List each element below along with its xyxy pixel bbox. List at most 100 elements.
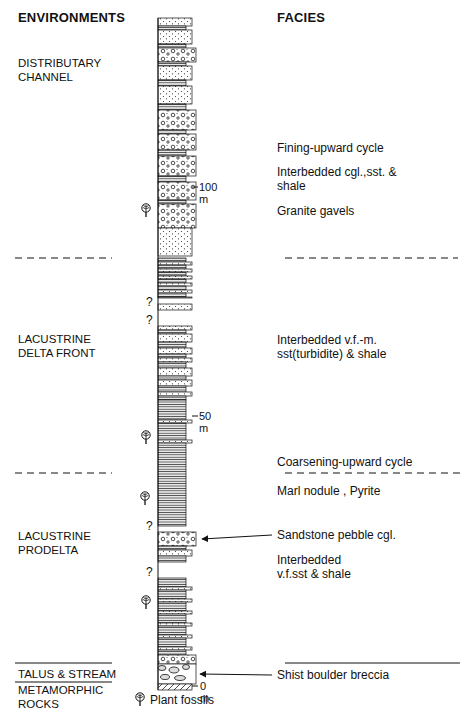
solid-boundary [285, 663, 460, 664]
rock-bed [158, 104, 186, 110]
label-slot: Shist boulder breccia [277, 668, 447, 682]
rock-bed [158, 602, 186, 611]
environment-label: TALUS & STREAM [18, 667, 138, 681]
rock-bed [158, 362, 186, 368]
rock-bed [158, 293, 186, 297]
boulder [161, 675, 170, 680]
scale-label: 100 m [199, 181, 223, 205]
rock-bed [158, 650, 186, 655]
label-slot: ENVIRONMENTS [18, 11, 148, 25]
scale-label: 50 m [199, 410, 219, 434]
label-slot: ? [146, 296, 156, 308]
rock-bed [158, 269, 192, 272]
rock-bed [158, 348, 192, 354]
rock-bed [158, 599, 192, 602]
rock-bed [158, 386, 186, 392]
rock-bed [158, 18, 192, 26]
rock-bed [158, 380, 192, 386]
column-edge [158, 18, 159, 690]
boulder [169, 667, 179, 673]
rock-bed [158, 182, 196, 200]
legend-symbol [136, 693, 144, 706]
rock-bed [158, 156, 196, 176]
label-slot: Sandstone pebble cgl. [277, 528, 447, 542]
label-slot: Interbedded v.f.sst & shale [277, 553, 369, 581]
rock-bed [158, 638, 186, 647]
fossil-icon [141, 492, 149, 505]
rock-bed [158, 228, 192, 256]
environment-label: LACUSTRINE DELTA FRONT [18, 332, 118, 360]
rock-bed [158, 358, 192, 362]
label-slot: ? [146, 566, 156, 578]
rock-bed [158, 614, 186, 623]
rock-bed [158, 392, 192, 396]
rock-bed [158, 276, 192, 279]
rock-bed [158, 44, 186, 48]
rock-bed [158, 611, 192, 614]
column-header: ENVIRONMENTS [18, 11, 148, 25]
rock-bed [158, 48, 196, 62]
rock-bed [158, 396, 186, 400]
label-slot: LACUSTRINE DELTA FRONT [18, 332, 118, 360]
rock-bed [158, 330, 186, 334]
environment-label: LACUSTRINE PRODELTA [18, 529, 118, 557]
scale-tick [192, 686, 198, 687]
rock-bed [158, 623, 192, 626]
label-slot: DISTRIBUTARY CHANNEL [18, 56, 118, 84]
boulder [175, 676, 186, 681]
facies-label: Interbedded cgl.,sst. & shale [277, 165, 402, 193]
rock-bed [158, 354, 186, 358]
lithologic-column [158, 18, 196, 690]
rock-bed [158, 626, 186, 635]
rock-bed [158, 62, 186, 66]
label-slot: Coarsening-upward cycle [277, 455, 447, 469]
uncertainty-mark: ? [146, 296, 156, 308]
rock-bed [158, 590, 186, 599]
dashed-boundary [15, 258, 112, 259]
uncertainty-mark: ? [146, 314, 156, 326]
rock-bed [158, 342, 186, 348]
fossil-icon [142, 431, 150, 444]
rock-bed [158, 423, 186, 440]
rock-bed [158, 134, 196, 150]
facies-label: Sandstone pebble cgl. [277, 528, 447, 542]
dashed-boundary [285, 473, 460, 474]
rock-bed [158, 550, 192, 556]
label-slot: Interbedded cgl.,sst. & shale [277, 165, 402, 193]
rock-bed [158, 440, 192, 443]
label-slot: TALUS & STREAM [18, 667, 138, 681]
facies-label: Fining-upward cycle [277, 141, 447, 155]
rock-bed [158, 283, 192, 286]
fossil-icon [142, 596, 150, 609]
scale-tick [192, 187, 198, 188]
rock-bed [158, 200, 186, 204]
rock-bed [158, 635, 192, 638]
rock-bed [158, 684, 192, 690]
label-slot: Marl nodule , Pyrite [277, 484, 447, 498]
dashed-boundary [285, 258, 458, 259]
leader-arrow [200, 674, 272, 675]
dashed-boundary [15, 473, 112, 474]
scale-ticks [192, 187, 198, 686]
rock-bed [158, 110, 196, 130]
column-header: FACIES [277, 11, 357, 25]
rock-bed [158, 304, 192, 310]
facies-label: Interbedded v.f.sst & shale [277, 553, 369, 581]
rock-bed [158, 532, 196, 546]
boundary-lines [15, 258, 460, 682]
rock-bed [158, 265, 186, 269]
label-slot: FACIES [277, 11, 357, 25]
rock-bed [158, 30, 192, 44]
rock-bed [158, 556, 186, 562]
rock-bed [158, 578, 186, 587]
rock-bed [158, 26, 186, 30]
rock-bed [158, 664, 196, 684]
rock-bed [158, 66, 192, 80]
rock-bed [158, 400, 186, 420]
label-slot: LACUSTRINE PRODELTA [18, 529, 118, 557]
rock-bed [158, 279, 186, 283]
legend-entry: Plant fossils [150, 693, 270, 707]
rock-bed [158, 368, 192, 376]
boulder [183, 665, 190, 670]
rock-bed [158, 176, 186, 182]
